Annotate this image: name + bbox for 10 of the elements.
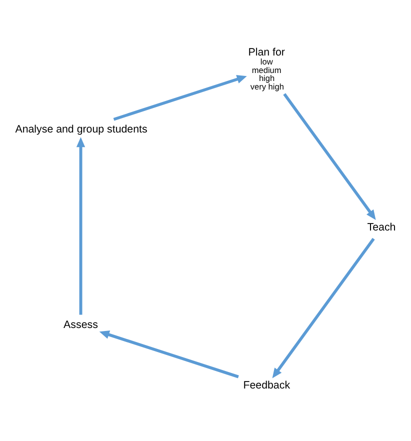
node-text: Analyse and group students	[15, 123, 148, 136]
arrow	[113, 74, 247, 120]
arrow	[272, 237, 375, 378]
node-text: Teach	[367, 220, 396, 233]
arrow	[76, 136, 86, 314]
arrow	[283, 92, 376, 220]
node-text: Plan for low medium high very high	[248, 46, 285, 91]
arrow	[99, 330, 239, 378]
node-text: Feedback	[243, 379, 290, 392]
node-text: Assess	[64, 318, 98, 331]
